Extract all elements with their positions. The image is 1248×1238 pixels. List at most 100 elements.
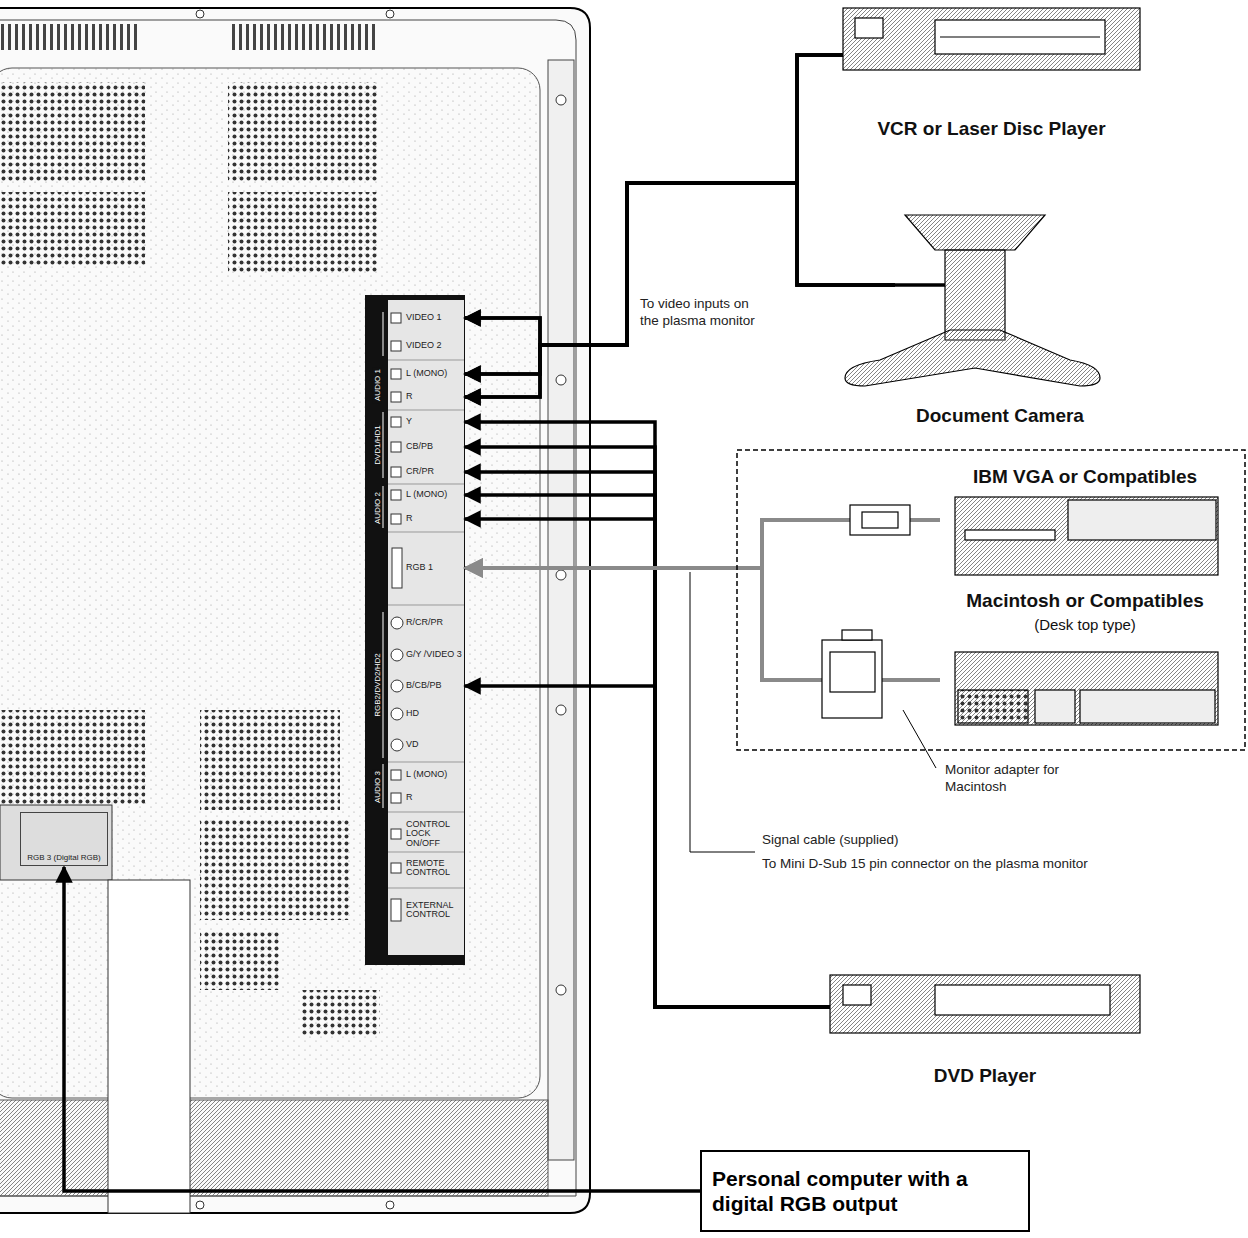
pc-illustration bbox=[955, 497, 1218, 575]
node-text: G/Y /VIDEO 3 bbox=[406, 650, 463, 659]
node-text: R bbox=[406, 514, 463, 523]
jack bbox=[391, 708, 403, 720]
jack bbox=[391, 863, 401, 873]
jack bbox=[391, 649, 403, 661]
dvd-illustration bbox=[830, 975, 1140, 1033]
group-label: AUDIO 3 bbox=[373, 769, 382, 805]
document-camera-illustration bbox=[945, 250, 1005, 340]
node-text: R/CR/PR bbox=[406, 618, 463, 627]
node-text: IBM VGA or Compatibles bbox=[970, 466, 1200, 488]
housing bbox=[0, 8, 590, 1213]
vent-holes bbox=[228, 192, 378, 272]
jack bbox=[391, 490, 401, 500]
node-text: Personal computer with a digital RGB out… bbox=[712, 1166, 1018, 1216]
device-box: Personal computer with a digital RGB out… bbox=[700, 1150, 1030, 1232]
dvd-illustration bbox=[830, 975, 1140, 1033]
screw-mark bbox=[556, 705, 566, 715]
terminal-label: CONTROL LOCK ON/OFF bbox=[406, 820, 463, 848]
housing bbox=[0, 20, 576, 1196]
terminal-label: Y bbox=[406, 415, 463, 429]
jack bbox=[391, 899, 401, 921]
leader-line bbox=[690, 572, 755, 852]
device-ibm: IBM VGA or Compatibles bbox=[940, 466, 1230, 578]
terminal-panel bbox=[365, 295, 465, 965]
note-label: Signal cable (supplied) bbox=[762, 832, 899, 849]
group-label: DVD1/HD1 bbox=[373, 423, 382, 467]
terminal-label: CR/PR bbox=[406, 465, 463, 479]
node-text: Document Camera bbox=[916, 405, 1084, 427]
jack bbox=[391, 680, 403, 692]
connector-plug bbox=[830, 652, 875, 692]
node-text: CB/PB bbox=[406, 442, 463, 451]
document-camera-illustration bbox=[905, 215, 1045, 250]
vcr-illustration bbox=[935, 20, 1105, 54]
terminal-label: L (MONO) bbox=[406, 488, 463, 502]
node-text: Y bbox=[406, 417, 463, 426]
jack bbox=[391, 442, 401, 452]
terminal-label: R/CR/PR bbox=[406, 616, 463, 630]
node-text: HD bbox=[406, 709, 463, 718]
connector-line bbox=[465, 519, 830, 1007]
vent-holes bbox=[200, 820, 350, 920]
node-text: DVD Player bbox=[934, 1065, 1036, 1087]
connector-line bbox=[465, 472, 830, 1007]
node-text: L (MONO) bbox=[406, 770, 463, 779]
node-text: REMOTE CONTROL bbox=[406, 859, 463, 878]
connector-plug bbox=[822, 505, 910, 718]
node-text: VIDEO 1 bbox=[406, 313, 463, 322]
vent-holes bbox=[0, 192, 145, 267]
screw-mark bbox=[556, 985, 566, 995]
pc-illustration bbox=[1068, 500, 1216, 540]
jack bbox=[391, 770, 401, 780]
jack bbox=[391, 793, 401, 803]
terminal-label: R bbox=[406, 390, 463, 404]
jack bbox=[391, 341, 401, 351]
vcr-illustration bbox=[843, 8, 1140, 70]
terminal-panel bbox=[383, 312, 384, 808]
terminal-label: REMOTE CONTROL bbox=[406, 859, 463, 878]
terminal-label: G/Y /VIDEO 3 bbox=[406, 648, 463, 662]
connector-line bbox=[465, 55, 843, 345]
node-text: RGB 3 (Digital RGB) bbox=[27, 854, 100, 863]
pc-illustration bbox=[955, 652, 1218, 725]
device-camera: Document Camera bbox=[895, 215, 1105, 427]
terminal-panel bbox=[388, 300, 464, 955]
screw-mark bbox=[196, 1201, 204, 1209]
jack bbox=[391, 467, 401, 477]
screw-mark bbox=[556, 95, 566, 105]
housing bbox=[228, 24, 376, 50]
cutout bbox=[108, 880, 190, 1213]
node-text: VD bbox=[406, 740, 463, 749]
screw-mark bbox=[556, 570, 566, 580]
node-text: VIDEO 2 bbox=[406, 341, 463, 350]
vcr-illustration bbox=[843, 8, 1140, 70]
node-text: L (MONO) bbox=[406, 490, 463, 499]
connector-plug bbox=[862, 512, 898, 528]
terminal-label: CB/PB bbox=[406, 440, 463, 454]
terminal-label: R bbox=[406, 512, 463, 526]
connector-plug bbox=[842, 630, 872, 640]
connector-line bbox=[465, 183, 895, 374]
node-text: R bbox=[406, 392, 463, 401]
connector-line bbox=[465, 55, 843, 374]
terminal-label: VD bbox=[406, 738, 463, 752]
jack bbox=[391, 514, 401, 524]
terminal-panel bbox=[365, 295, 465, 965]
document-camera-illustration bbox=[845, 330, 1100, 386]
connector-line bbox=[465, 183, 895, 397]
jack bbox=[391, 313, 403, 921]
connector-line bbox=[64, 867, 700, 1191]
terminal-label: EXTERNAL CONTROL bbox=[406, 901, 463, 920]
device-dvd: DVD Player bbox=[830, 975, 1140, 1087]
terminal-label: VIDEO 2 bbox=[406, 339, 463, 353]
connector-line bbox=[465, 495, 830, 1007]
terminal-label: R bbox=[406, 791, 463, 805]
connector-line bbox=[465, 183, 895, 345]
screw-mark bbox=[196, 10, 566, 1209]
digital-rgb-port: RGB 3 (Digital RGB) bbox=[20, 812, 108, 866]
node-text: EXTERNAL CONTROL bbox=[406, 901, 463, 920]
terminal-label: L (MONO) bbox=[406, 367, 463, 381]
jack bbox=[391, 829, 401, 839]
connector-line bbox=[465, 447, 830, 1007]
